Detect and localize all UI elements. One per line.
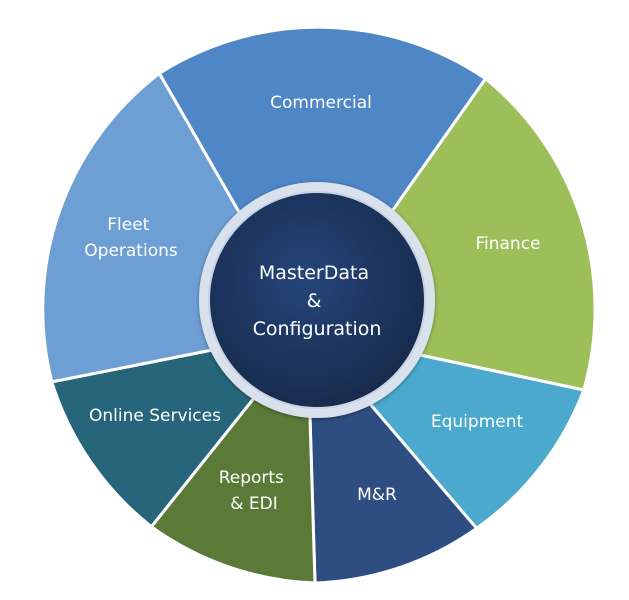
segment-label-commercial: Commercial — [270, 93, 372, 113]
segment-label-reports: Reports & EDI — [219, 468, 290, 514]
segment-label-fleet: Fleet Operations — [84, 215, 178, 261]
segment-label-finance: Finance — [475, 234, 540, 254]
segment-label-mr: M&R — [357, 485, 397, 505]
center-hub-label: MasterData & Configuration — [253, 262, 382, 340]
center-hub — [208, 191, 426, 409]
segment-label-online: Online Services — [89, 406, 221, 426]
segment-commercial — [157, 25, 488, 334]
segment-label-equipment: Equipment — [431, 412, 524, 432]
